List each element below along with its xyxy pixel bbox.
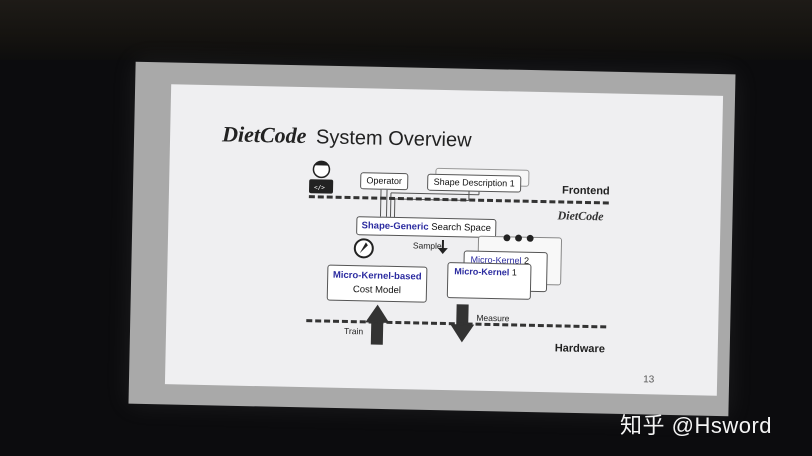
- svg-text:</>: </>: [314, 184, 325, 191]
- search-space-box: Shape-Generic Search Space: [356, 216, 497, 239]
- micro-kernel-1-label: Micro-Kernel: [454, 266, 510, 278]
- compass-icon: [353, 238, 374, 259]
- search-space-text: Search Space: [431, 221, 492, 234]
- frontend-label: Frontend: [561, 184, 610, 198]
- connector-lines: [379, 189, 480, 217]
- train-up-arrow-icon: [365, 304, 390, 345]
- diagram-graphics: </>: [308, 160, 480, 345]
- shape-description-box: Shape Description 1: [427, 173, 522, 193]
- zhihu-watermark: 知乎 @Hsword: [620, 413, 773, 438]
- developer-icon: </>: [308, 160, 334, 194]
- sample-arrow-icon: [437, 239, 448, 254]
- cost-model-highlight: Micro-Kernel-based: [332, 269, 422, 283]
- cost-model-text: Cost Model: [352, 284, 402, 297]
- measure-label: Measure: [476, 312, 510, 324]
- sample-label: Sample: [412, 240, 442, 251]
- search-space-highlight: Shape-Generic: [361, 220, 429, 233]
- hardware-label: Hardware: [554, 342, 606, 356]
- cost-model-box: Micro-Kernel-based Cost Model: [326, 264, 428, 303]
- more-kernels-dots: ●●●: [501, 229, 538, 247]
- page-number: 13: [643, 374, 655, 386]
- room-ceiling: [0, 0, 812, 60]
- presentation-slide: DietCode System Overview </>: [164, 84, 724, 396]
- micro-kernel-1-box: Micro-Kernel 1: [446, 262, 532, 300]
- train-label: Train: [343, 325, 364, 337]
- micro-kernel-1-number: 1: [511, 267, 517, 278]
- dietcode-label: DietCode: [557, 208, 604, 224]
- measure-down-arrow-icon: [450, 304, 475, 343]
- operator-box: Operator: [360, 172, 409, 191]
